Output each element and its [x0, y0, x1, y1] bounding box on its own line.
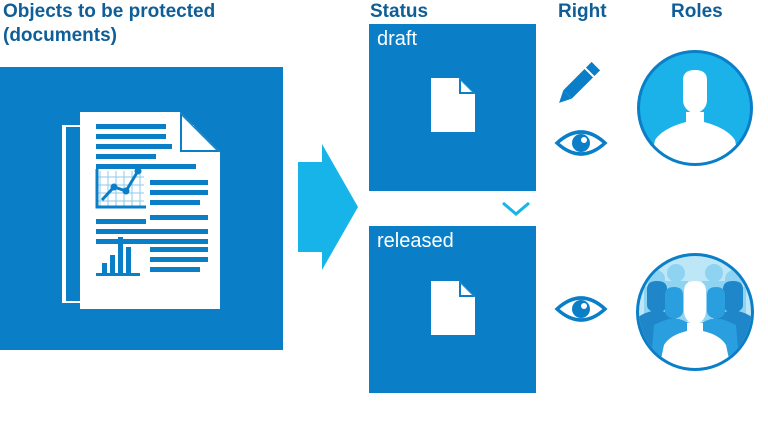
status-label-draft: draft — [377, 28, 418, 50]
document-icon — [431, 78, 475, 132]
objects-heading-line2: (documents) — [3, 25, 117, 46]
chevron-down-icon — [502, 201, 530, 216]
status-box-released: released — [369, 226, 536, 393]
right-heading: Right — [558, 1, 607, 22]
group-users-icon — [636, 253, 754, 371]
documents-panel — [0, 67, 283, 350]
status-label-released: released — [377, 230, 454, 252]
pencil-icon — [559, 61, 601, 103]
objects-heading: Objects to be protected (documents) — [3, 0, 215, 48]
objects-heading-line1: Objects to be protected — [3, 1, 216, 22]
status-heading: Status — [370, 1, 429, 22]
status-box-draft: draft — [369, 24, 536, 191]
eye-icon — [554, 296, 608, 322]
roles-heading: Roles — [671, 1, 723, 22]
single-user-icon — [637, 50, 753, 166]
document-stack-icon — [62, 112, 220, 309]
document-icon — [431, 281, 475, 335]
flow-arrow-icon — [298, 144, 358, 270]
eye-icon — [554, 130, 608, 156]
